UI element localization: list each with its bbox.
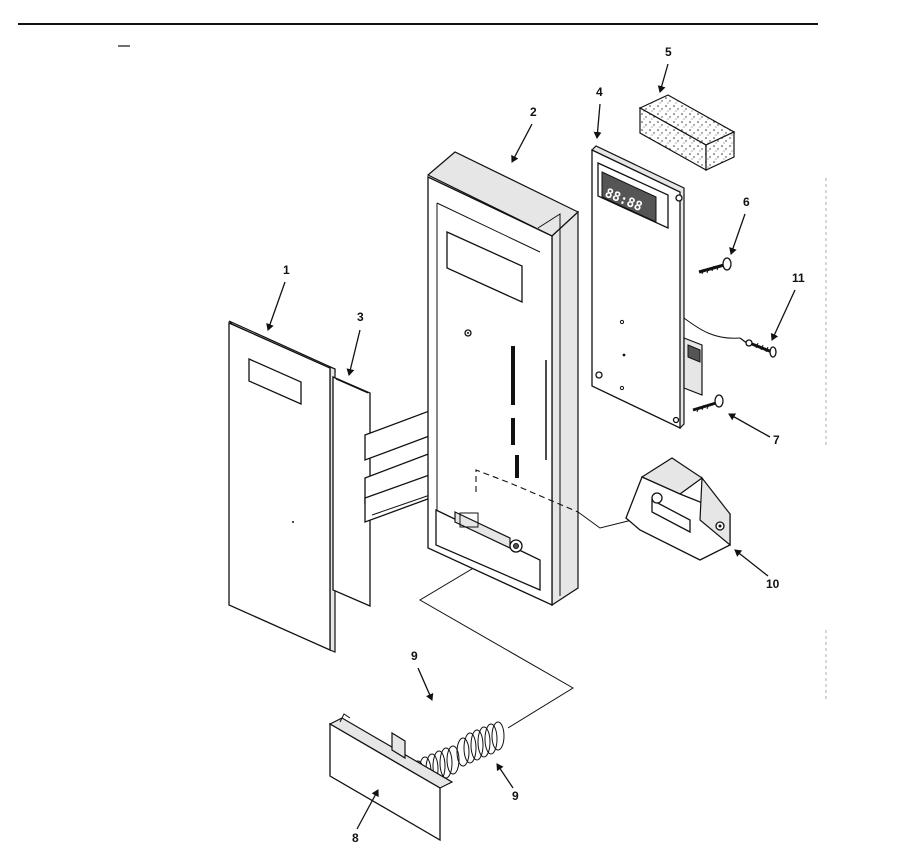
callout-8: 8 xyxy=(352,831,359,845)
callout-9-upper: 9 xyxy=(411,649,418,663)
callouts: 1 2 3 4 5 6 7 8 9 9 10 11 xyxy=(266,45,805,845)
part-door-film xyxy=(332,376,371,607)
header-rule xyxy=(18,23,827,700)
callout-10: 10 xyxy=(766,577,780,591)
callout-6: 6 xyxy=(743,195,750,209)
part-screw-lower xyxy=(692,394,724,413)
callout-1: 1 xyxy=(283,263,290,277)
part-ground-screw xyxy=(739,337,777,358)
part-control-board: 88:88 xyxy=(591,145,741,430)
callout-9-lower: 9 xyxy=(512,789,519,803)
callout-7: 7 xyxy=(773,433,780,447)
callout-11: 11 xyxy=(792,271,805,285)
callout-3: 3 xyxy=(357,310,364,324)
part-front-frame xyxy=(364,151,580,607)
callout-5: 5 xyxy=(665,45,672,59)
part-spring-lower xyxy=(456,721,505,767)
part-release-button xyxy=(328,713,454,842)
part-foam-block xyxy=(638,94,736,172)
part-door-panel xyxy=(228,320,336,653)
part-screw-upper xyxy=(698,257,732,275)
part-switch-holder xyxy=(625,457,731,561)
callout-4: 4 xyxy=(596,85,603,99)
callout-2: 2 xyxy=(530,105,537,119)
